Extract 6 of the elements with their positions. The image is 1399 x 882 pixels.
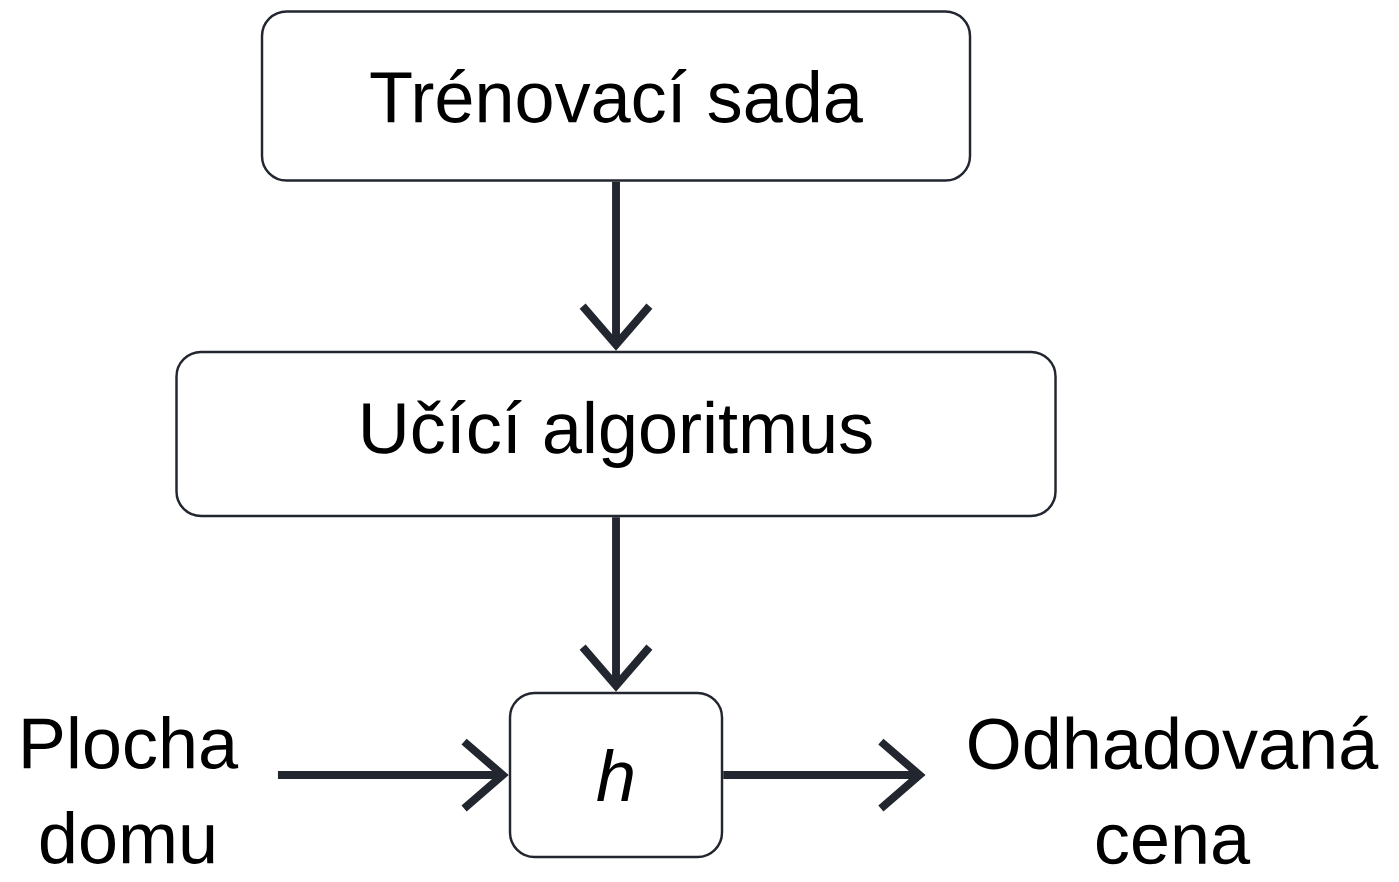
- process-box: Učící algoritmus: [175, 350, 1057, 518]
- output-text: Odhadovaná cena: [969, 715, 1379, 865]
- arrow: [277, 738, 509, 812]
- process-box: Trénovací sada: [260, 10, 972, 182]
- bare-text: Plocha domu: [23, 716, 239, 864]
- process-box: h: [508, 691, 724, 859]
